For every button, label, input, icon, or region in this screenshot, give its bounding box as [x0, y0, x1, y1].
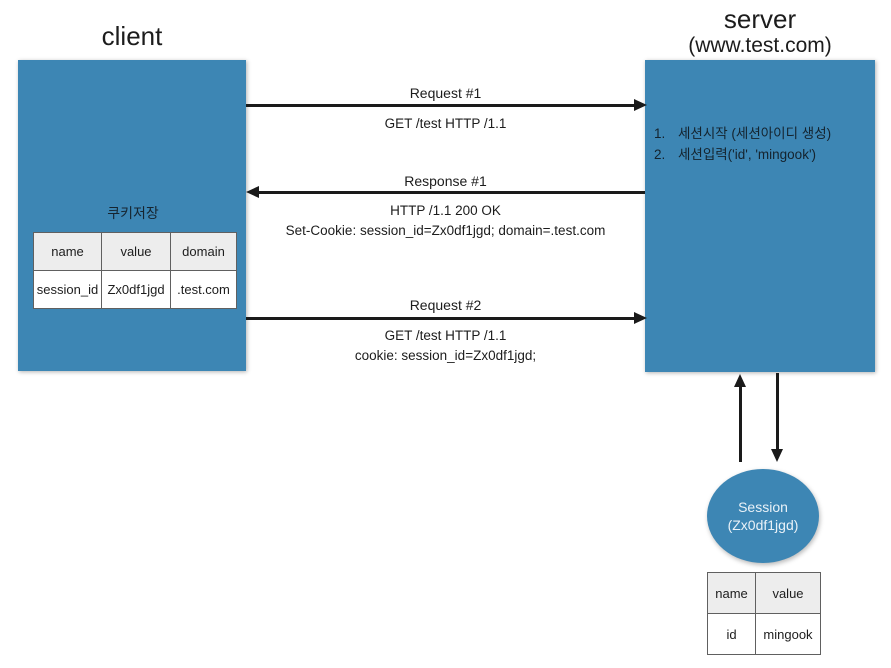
list-item: 2. 세션입력('id', 'mingook') — [654, 145, 870, 166]
client-title: client — [101, 21, 163, 51]
session-id: (Zx0df1jgd) — [727, 517, 799, 533]
request-2-body-line-1: GET /test HTTP /1.1 — [384, 328, 507, 343]
session-write-arrow-line — [776, 373, 779, 450]
response-1-title: Response #1 — [404, 173, 487, 189]
cookie-cell-domain: .test.com — [170, 270, 237, 309]
cookie-col-name: name — [33, 232, 102, 271]
list-item: 1. 세션시작 (세션아이디 생성) — [654, 124, 870, 145]
request-1-body: GET /test HTTP /1.1 — [384, 116, 507, 131]
request-2-arrow-line — [246, 317, 636, 320]
session-cell-name: id — [707, 613, 756, 655]
session-label: Session — [738, 498, 788, 515]
request-2-arrowhead — [634, 312, 647, 324]
session-circle: Session (Zx0df1jgd) — [707, 469, 819, 563]
session-table: name value id mingook — [707, 572, 821, 655]
cookie-col-domain: domain — [170, 232, 237, 271]
server-node-box — [645, 60, 875, 372]
step-number: 2. — [654, 146, 666, 162]
response-1-body-line-1: HTTP /1.1 200 OK — [390, 203, 501, 218]
table-row: id mingook — [707, 613, 821, 655]
cookie-cell-name: session_id — [33, 270, 102, 309]
session-cell-value: mingook — [755, 613, 821, 655]
server-subtitle: (www.test.com) — [688, 33, 832, 57]
cookie-table: name value domain session_id Zx0df1jgd .… — [33, 232, 237, 309]
request-1-arrow-line — [246, 104, 636, 107]
table-row: session_id Zx0df1jgd .test.com — [33, 270, 237, 309]
table-header-row: name value domain — [33, 232, 237, 271]
request-1-arrowhead — [634, 99, 647, 111]
response-1-body-line-2: Set-Cookie: session_id=Zx0df1jgd; domain… — [285, 222, 606, 238]
request-1-title: Request #1 — [409, 85, 482, 101]
cookie-store-label: 쿠키저장 — [107, 205, 159, 221]
session-col-name: name — [707, 572, 756, 614]
step-number: 1. — [654, 126, 666, 141]
cookie-cell-value: Zx0df1jgd — [101, 270, 171, 309]
request-2-body: GET /test HTTP /1.1 cookie: session_id=Z… — [246, 326, 645, 365]
step-text: 세션입력('id', 'mingook') — [678, 146, 817, 162]
response-1-arrow-line — [258, 191, 645, 194]
server-title: server (www.test.com) — [645, 5, 875, 57]
client-node-box — [18, 60, 246, 371]
server-title-text: server — [723, 4, 797, 34]
server-steps-list: 1. 세션시작 (세션아이디 생성) 2. 세션입력('id', 'mingoo… — [654, 124, 870, 166]
session-read-arrowhead — [734, 374, 746, 387]
cookie-col-value: value — [101, 232, 171, 271]
step-text: 세션시작 (세션아이디 생성) — [678, 126, 832, 141]
response-1-body: HTTP /1.1 200 OK Set-Cookie: session_id=… — [246, 201, 645, 240]
request-2-title: Request #2 — [409, 297, 482, 313]
table-header-row: name value — [707, 572, 821, 614]
request-2-body-line-2: cookie: session_id=Zx0df1jgd; — [354, 347, 537, 363]
session-col-value: value — [755, 572, 821, 614]
session-read-arrow-line — [739, 386, 742, 462]
response-1-arrowhead — [246, 186, 259, 198]
session-write-arrowhead — [771, 449, 783, 462]
